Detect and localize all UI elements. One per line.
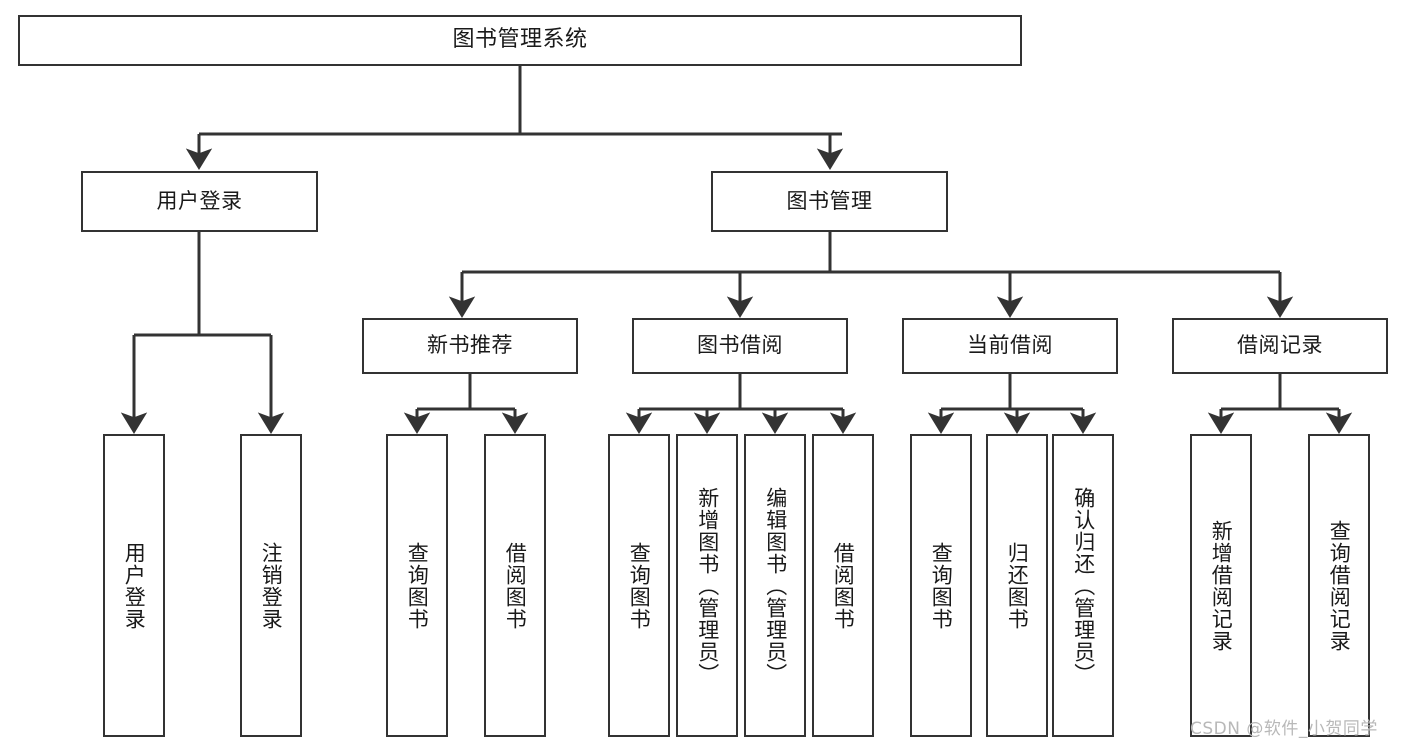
leaf-add-borrow-record[interactable]: 新增借阅记录 — [1190, 434, 1252, 737]
leaf-user-login[interactable]: 用户登录 — [103, 434, 165, 737]
node-label: 借阅记录 — [1237, 333, 1323, 358]
node-label: 查询图书 — [627, 541, 652, 630]
leaf-borrow-books-recommend[interactable]: 借阅图书 — [484, 434, 546, 737]
node-label: 查询图书 — [929, 541, 954, 630]
node-root[interactable]: 图书管理系统 — [18, 15, 1022, 66]
leaf-return-books[interactable]: 归还图书 — [986, 434, 1048, 737]
node-label: 新书推荐 — [427, 333, 513, 358]
node-label: 当前借阅 — [967, 333, 1053, 358]
node-label: 借阅图书 — [503, 541, 528, 630]
node-book-management[interactable]: 图书管理 — [711, 171, 948, 232]
leaf-query-borrow-record[interactable]: 查询借阅记录 — [1308, 434, 1370, 737]
node-current-borrow[interactable]: 当前借阅 — [902, 318, 1118, 374]
node-label: 新增图书（管理员） — [695, 486, 720, 685]
leaf-query-books-borrow[interactable]: 查询图书 — [608, 434, 670, 737]
node-label: 查询图书 — [405, 541, 430, 630]
leaf-borrow-books[interactable]: 借阅图书 — [812, 434, 874, 737]
node-label: 图书管理 — [786, 188, 873, 213]
csdn-watermark: CSDN @软件_小贺同学 — [1190, 719, 1378, 739]
leaf-add-book-admin[interactable]: 新增图书（管理员） — [676, 434, 738, 737]
node-new-book-recommend[interactable]: 新书推荐 — [362, 318, 578, 374]
node-label: 注销登录 — [259, 541, 284, 630]
node-label: 确认归还（管理员） — [1071, 486, 1096, 685]
leaf-query-books-current[interactable]: 查询图书 — [910, 434, 972, 737]
leaf-edit-book-admin[interactable]: 编辑图书（管理员） — [744, 434, 806, 737]
node-label: 新增借阅记录 — [1209, 519, 1234, 652]
node-label: 编辑图书（管理员） — [763, 486, 788, 685]
node-label: 用户登录 — [122, 541, 147, 630]
leaf-logout[interactable]: 注销登录 — [240, 434, 302, 737]
leaf-confirm-return-admin[interactable]: 确认归还（管理员） — [1052, 434, 1114, 737]
node-label: 归还图书 — [1005, 541, 1030, 630]
node-book-borrow[interactable]: 图书借阅 — [632, 318, 848, 374]
node-label: 查询借阅记录 — [1327, 519, 1352, 652]
node-label: 借阅图书 — [831, 541, 856, 630]
node-label: 图书管理系统 — [452, 27, 588, 53]
node-label: 图书借阅 — [697, 333, 783, 358]
node-label: 用户登录 — [156, 188, 243, 213]
leaf-query-books-recommend[interactable]: 查询图书 — [386, 434, 448, 737]
node-user-login[interactable]: 用户登录 — [81, 171, 318, 232]
node-borrow-records[interactable]: 借阅记录 — [1172, 318, 1388, 374]
